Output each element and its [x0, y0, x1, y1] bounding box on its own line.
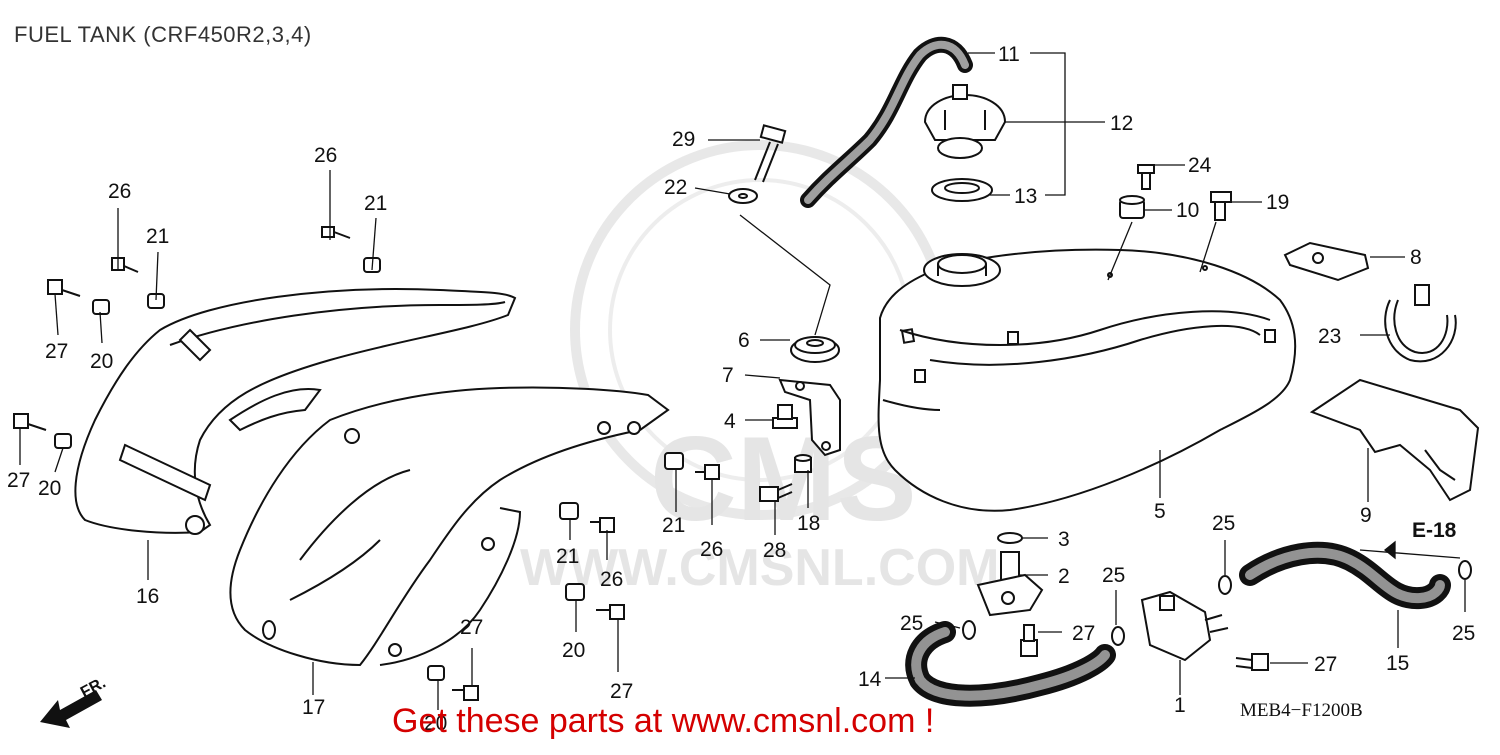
diagram-title: FUEL TANK (CRF450R2,3,4) — [14, 22, 312, 47]
callout-26-b[interactable]: 26 — [600, 568, 623, 591]
front-direction-arrow: FR. — [40, 674, 109, 728]
callout-29[interactable]: 29 — [672, 128, 695, 151]
tank-rubber-mount[interactable] — [1283, 241, 1370, 282]
callout-4[interactable]: 4 — [724, 410, 736, 433]
callout-20-a[interactable]: 20 — [562, 639, 585, 662]
callout-25-d[interactable]: 25 — [1452, 622, 1475, 645]
watermark-url: WWW.CMSNL.COM — [520, 539, 999, 597]
bolt-19[interactable] — [1210, 191, 1232, 221]
collar-10[interactable] — [1119, 195, 1145, 219]
callout-13[interactable]: 13 — [1014, 185, 1037, 208]
bolt-29[interactable] — [754, 124, 787, 183]
callout-20-b[interactable]: 20 — [90, 350, 113, 373]
diagram-code: MEB4−F1200B — [1240, 700, 1363, 721]
callout-6[interactable]: 6 — [738, 329, 750, 352]
callout-27-a[interactable]: 27 — [610, 680, 633, 703]
bolt-24[interactable] — [1137, 164, 1155, 190]
callout-28[interactable]: 28 — [763, 539, 786, 562]
callout-19[interactable]: 19 — [1266, 191, 1289, 214]
fuel-filler-cap[interactable] — [923, 84, 1007, 159]
callout-24[interactable]: 24 — [1188, 154, 1212, 177]
washer-3[interactable] — [997, 532, 1023, 544]
callout-10[interactable]: 10 — [1176, 199, 1199, 222]
callout-20-c[interactable]: 20 — [38, 477, 61, 500]
callout-26-a[interactable]: 26 — [700, 538, 723, 561]
washer-22[interactable] — [728, 188, 758, 204]
callout-25-c[interactable]: 25 — [1212, 512, 1235, 535]
bolt-27-right[interactable] — [1235, 653, 1269, 671]
callout-20-d[interactable]: 20 — [424, 712, 447, 735]
callout-26-d[interactable]: 26 — [108, 180, 131, 203]
heat-guard[interactable] — [1309, 378, 1480, 502]
fuel-hose-15[interactable] — [1239, 541, 1451, 610]
hose-clips[interactable] — [262, 560, 1472, 646]
callout-9[interactable]: 9 — [1360, 504, 1372, 527]
callout-25-a[interactable]: 25 — [900, 612, 923, 635]
callout-21-c[interactable]: 21 — [364, 192, 387, 215]
stay-7[interactable] — [778, 378, 841, 457]
callout-11[interactable]: 11 — [998, 43, 1020, 66]
leader-lines — [19, 52, 1466, 710]
callout-27-e[interactable]: 27 — [1072, 622, 1095, 645]
fuel-hose-14[interactable] — [905, 621, 1116, 707]
callout-7[interactable]: 7 — [722, 364, 734, 387]
callout-27-f[interactable]: 27 — [1314, 653, 1337, 676]
bolt-27-valve[interactable] — [1020, 624, 1038, 657]
callout-23[interactable]: 23 — [1318, 325, 1341, 348]
callout-21-d[interactable]: 21 — [146, 225, 169, 248]
callout-2[interactable]: 2 — [1058, 565, 1070, 588]
bolt-28[interactable] — [759, 483, 793, 502]
callout-17[interactable]: 17 — [302, 696, 325, 719]
collar-18[interactable] — [794, 454, 812, 473]
shroud-16[interactable] — [74, 288, 517, 535]
callout-3[interactable]: 3 — [1058, 528, 1070, 551]
callout-16[interactable]: 16 — [136, 585, 159, 608]
callout-22[interactable]: 22 — [664, 176, 687, 199]
fuel-tank[interactable] — [877, 248, 1297, 512]
grommet-6[interactable] — [790, 336, 840, 363]
collar-4[interactable] — [772, 404, 798, 429]
callout-27-d[interactable]: 27 — [460, 616, 483, 639]
front-direction-label: FR. — [78, 674, 109, 701]
callout-18[interactable]: 18 — [797, 512, 820, 535]
callout-21-a[interactable]: 21 — [662, 514, 685, 537]
callout-5[interactable]: 5 — [1154, 500, 1166, 523]
fuel-strainer-2[interactable] — [976, 551, 1044, 617]
watermark-brand: CMS — [650, 412, 917, 546]
callout-1[interactable]: 1 — [1174, 694, 1186, 717]
breather-tube[interactable] — [800, 36, 973, 208]
promo-link[interactable]: Get these parts at www.cmsnl.com ! — [392, 702, 935, 740]
callout-27-c[interactable]: 27 — [7, 469, 30, 492]
callout-25-b[interactable]: 25 — [1102, 564, 1125, 587]
reference-label[interactable]: E-18 — [1412, 519, 1457, 542]
callout-14[interactable]: 14 — [858, 668, 882, 691]
cap-gasket[interactable] — [931, 178, 993, 202]
callout-26-c[interactable]: 26 — [314, 144, 337, 167]
callout-8[interactable]: 8 — [1410, 246, 1422, 269]
callout-27-b[interactable]: 27 — [45, 340, 68, 363]
fuel-valve-1[interactable] — [1140, 590, 1229, 662]
callout-15[interactable]: 15 — [1386, 652, 1409, 675]
callout-21-b[interactable]: 21 — [556, 545, 579, 568]
callout-labels: 11 12 13 24 10 19 8 23 9 5 29 22 6 7 4 1… — [7, 43, 1475, 735]
shroud-17[interactable] — [229, 386, 670, 667]
watermark: CMS WWW.CMSNL.COM — [520, 140, 999, 597]
tank-band[interactable] — [1384, 284, 1457, 363]
callout-12[interactable]: 12 — [1110, 112, 1133, 135]
